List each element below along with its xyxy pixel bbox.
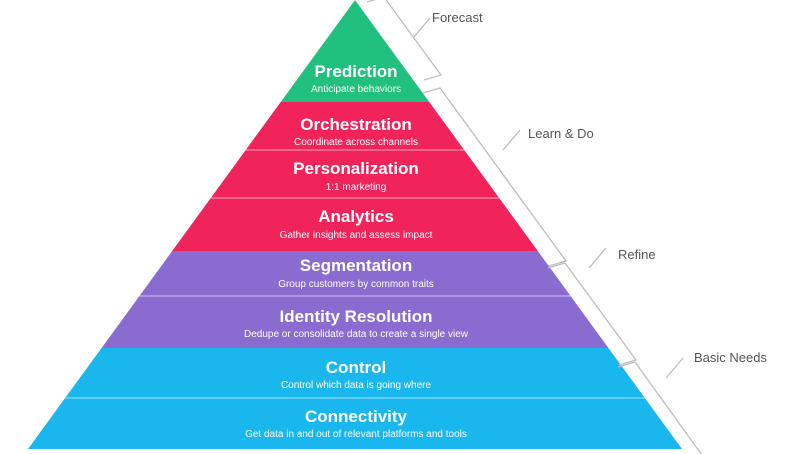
group-label-forecast: Forecast: [432, 10, 483, 25]
tier-subtitle: 1:1 marketing: [326, 182, 387, 193]
tier-segmentation: Segmentation Group customers by common t…: [278, 256, 434, 290]
tier-title: Identity Resolution: [280, 307, 433, 326]
tier-subtitle: Dedupe or consolidate data to create a s…: [244, 329, 469, 340]
tier-title: Control: [326, 358, 386, 377]
tier-title: Personalization: [293, 159, 419, 178]
tier-subtitle: Coordinate across channels: [294, 137, 418, 148]
brace-forecast: Forecast: [366, 0, 483, 81]
tier-title: Analytics: [318, 207, 394, 226]
tier-title: Connectivity: [305, 407, 408, 426]
tier-prediction: Prediction Anticipate behaviors: [311, 62, 401, 95]
brace-refine: Refine: [547, 247, 656, 366]
brace-basic-icon: [617, 357, 703, 454]
tier-orchestration: Orchestration Coordinate across channels: [294, 115, 418, 148]
group-label-refine: Refine: [618, 247, 656, 262]
tier-control: Control Control which data is going wher…: [281, 358, 432, 391]
tier-subtitle: Gather insights and assess impact: [280, 230, 433, 241]
tier-subtitle: Group customers by common traits: [278, 279, 434, 290]
group-label-learn-and-do: Learn & Do: [528, 126, 594, 141]
tier-title: Segmentation: [300, 256, 412, 275]
tier-subtitle: Get data in and out of relevant platform…: [245, 429, 467, 440]
brace-forecast-icon: [366, 0, 443, 81]
tier-connectivity: Connectivity Get data in and out of rele…: [245, 407, 467, 440]
brace-learn-and-do: Learn & Do: [422, 87, 594, 267]
brace-refine-icon: [547, 247, 638, 366]
tier-personalization: Personalization 1:1 marketing: [293, 159, 419, 193]
tier-title: Orchestration: [300, 115, 411, 134]
brace-basic-needs: Basic Needs: [617, 350, 767, 454]
tier-analytics: Analytics Gather insights and assess imp…: [280, 207, 433, 241]
tier-title: Prediction: [314, 62, 397, 81]
brace-learn-icon: [422, 87, 568, 267]
tier-subtitle: Control which data is going where: [281, 380, 432, 391]
tier-identity-resolution: Identity Resolution Dedupe or consolidat…: [244, 307, 469, 340]
tier-subtitle: Anticipate behaviors: [311, 84, 401, 95]
group-label-basic-needs: Basic Needs: [694, 350, 767, 365]
